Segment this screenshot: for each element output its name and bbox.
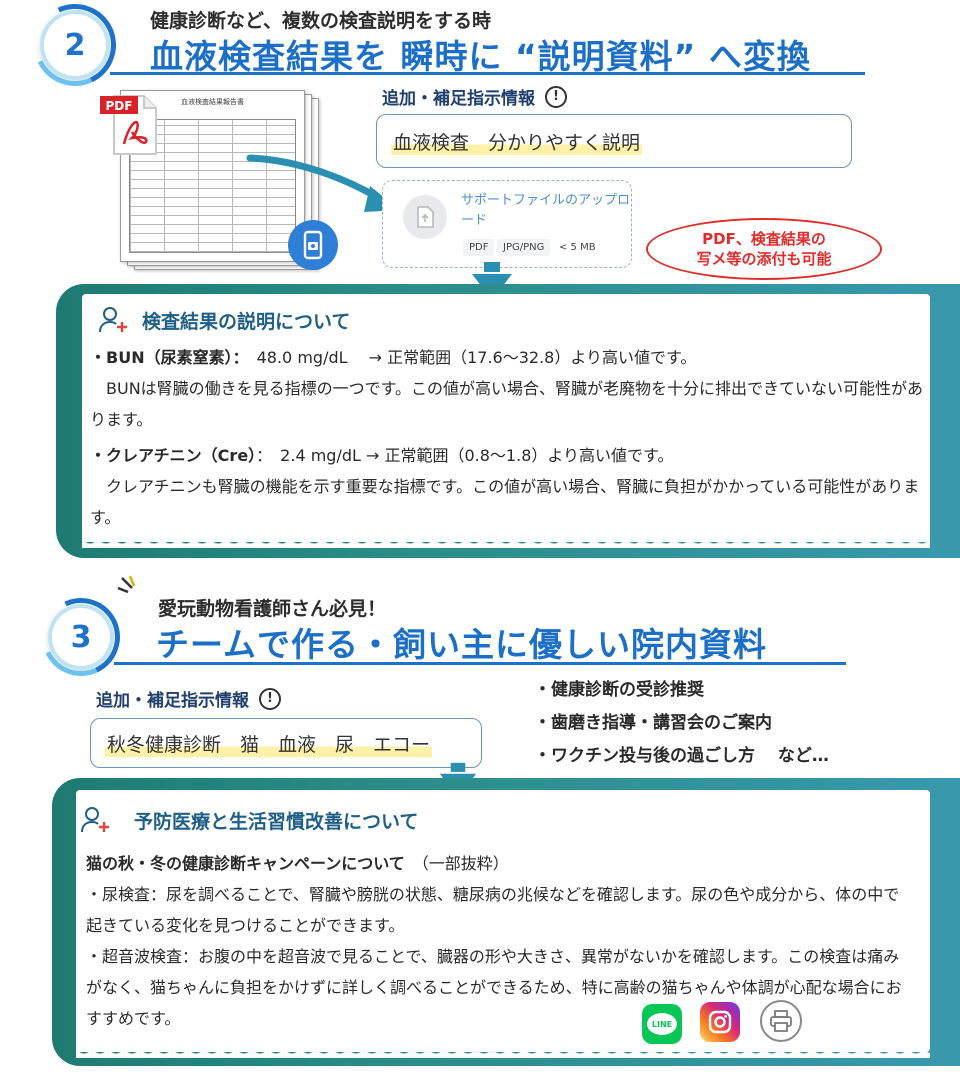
step-2-instruction-input[interactable]: 血液検査 分かりやすく説明 <box>376 114 852 168</box>
step-2-result-card: 検査結果の説明について ・BUN（尿素窒素）： 48.0 mg/dL → 正常範… <box>82 294 930 548</box>
step-2-panel-header: 検査結果の説明について <box>98 306 350 334</box>
step-3-badge: 3 <box>48 604 114 670</box>
phone-camera-icon <box>288 220 338 270</box>
sparkle-icon <box>117 575 136 594</box>
urine-test-paragraph: ・尿検査：尿を調べることで、腎臓や膀胱の状態、糖尿病の兆候などを確認します。尿の… <box>86 885 900 935</box>
step-3-label-text: 追加・補足指示情報 <box>96 691 249 711</box>
step-2-subtitle: 健康診断など、複数の検査説明をする時 <box>150 10 492 32</box>
support-file-upload[interactable]: サポートファイルのアップロード PDF JPG/PNG < 5 MB <box>382 180 632 268</box>
campaign-excerpt: 猫の秋・冬の健康診断キャンペーンについて （一部抜粋） ・尿検査：尿を調べること… <box>86 848 914 1034</box>
pdf-file-icon: PDF <box>100 95 157 155</box>
step-2-panel-title: 検査結果の説明について <box>142 310 351 333</box>
topic-item: ・ワクチン投与後の過ごし方 など… <box>534 746 829 766</box>
upload-file-icon <box>403 195 447 239</box>
step-2-badge: 2 <box>40 10 110 80</box>
step-3-title: チームで作る・飼い主に優しい院内資料 <box>156 625 768 664</box>
line-icon[interactable]: LINE <box>642 1004 682 1044</box>
step-2-label-text: 追加・補足指示情報 <box>382 89 535 109</box>
step-3-panel-header: 予防医療と生活習慣改善について <box>80 806 418 834</box>
step-2-title: 血液検査結果を 瞬時に “説明資料” へ変換 <box>150 37 811 76</box>
campaign-note: （一部抜粋） <box>420 854 509 873</box>
example-topics-list: ・健康診断の受診推奨 ・歯磨き指導・講習会のご案内 ・ワクチン投与後の過ごし方 … <box>534 674 829 773</box>
instagram-icon[interactable] <box>700 1002 740 1042</box>
doc-title: 血液検査結果報告書 <box>181 98 244 106</box>
step-3-result-card: 予防医療と生活習慣改善について 猫の秋・冬の健康診断キャンペーンについて （一部… <box>76 790 930 1058</box>
step-3-instruction-label: 追加・補足指示情報 ! <box>96 686 281 711</box>
person-plus-icon <box>81 807 109 833</box>
bun-result: ・BUN（尿素窒素）： 48.0 mg/dL → 正常範囲（17.6～32.8）… <box>90 342 926 435</box>
callout-line-1: PDF、検査結果の <box>702 230 826 248</box>
step-2-instruction-label: 追加・補足指示情報 ! <box>382 84 567 109</box>
step-2-input-value: 血液検査 分かりやすく説明 <box>391 127 643 155</box>
pdf-label: PDF <box>106 99 133 113</box>
cre-name: ・クレアチニン（Cre） <box>90 446 257 465</box>
chip-size-limit: < 5 MB <box>559 242 596 253</box>
step-3-underline <box>114 662 846 665</box>
cre-value: ： 2.4 mg/dL → 正常範囲（0.8～1.8）より高い値です。 <box>256 446 674 465</box>
ultrasound-paragraph: ・超音波検査：お腹の中を超音波で見ることで、臓器の形や大きさ、異常がないかを確認… <box>86 947 902 1028</box>
step-3-panel-title: 予防医療と生活習慣改善について <box>134 810 419 833</box>
step-2-number: 2 <box>64 27 86 63</box>
step-3-input-value: 秋冬健康診断 猫 血液 尿 エコー <box>105 729 433 757</box>
info-icon[interactable]: ! <box>259 687 281 710</box>
cre-description: クレアチニンも腎臓の機能を示す重要な指標です。この値が高い場合、腎臓に負担がかか… <box>90 477 920 527</box>
line-label: LINE <box>651 1019 673 1029</box>
topic-item: ・健康診断の受診推奨 <box>534 680 704 700</box>
person-plus-icon <box>99 307 127 333</box>
step-3-number: 3 <box>70 619 92 655</box>
bun-value: 48.0 mg/dL → 正常範囲（17.6～32.8）より高い値です。 <box>256 348 697 367</box>
step-3-subtitle: 愛玩動物看護師さん必見！ <box>158 598 387 620</box>
campaign-title: 猫の秋・冬の健康診断キャンペーンについて <box>86 854 405 873</box>
doc-table <box>129 119 296 253</box>
info-icon[interactable]: ! <box>545 85 567 108</box>
chip-jpg-png: JPG/PNG <box>497 239 551 256</box>
step-3-instruction-input[interactable]: 秋冬健康診断 猫 血液 尿 エコー <box>90 718 482 768</box>
print-icon[interactable] <box>760 1000 802 1042</box>
bun-description: BUNは腎臓の働きを見る指標の一つです。この値が高い場合、腎臓が老廃物を十分に排… <box>90 379 924 429</box>
lab-report-preview: 血液検査結果報告書 <box>120 90 320 270</box>
callout-line-2: 写メ等の添付も可能 <box>696 250 832 268</box>
topic-item: ・歯磨き指導・講習会のご案内 <box>534 713 772 733</box>
attachment-callout: PDF、検査結果の 写メ等の添付も可能 <box>646 218 882 280</box>
upload-label: サポートファイルのアップロード <box>461 193 631 228</box>
chip-pdf: PDF <box>463 239 495 256</box>
cre-result: ・クレアチニン（Cre）： 2.4 mg/dL → 正常範囲（0.8～1.8）よ… <box>90 440 926 533</box>
bun-name: ・BUN（尿素窒素）： <box>90 348 241 367</box>
step-2-underline <box>110 72 865 75</box>
